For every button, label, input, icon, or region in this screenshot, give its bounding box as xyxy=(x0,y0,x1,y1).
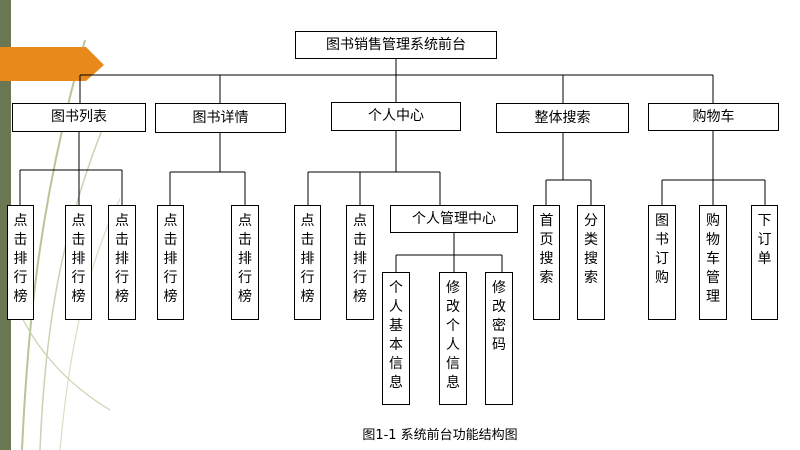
node-book-detail: 图书详情 xyxy=(155,103,286,133)
node-cart-management-label: 购物车管理 xyxy=(706,213,720,305)
node-personal-ranking-2: 点击排行榜 xyxy=(346,205,374,320)
node-book-order: 图书订购 xyxy=(648,205,676,320)
node-change-password-label: 修改密码 xyxy=(492,280,506,353)
node-edit-info-label: 修改个人信息 xyxy=(446,280,460,391)
node-shopping-cart: 购物车 xyxy=(648,103,779,131)
accent-arrow-tab xyxy=(0,47,104,81)
node-list-ranking-1: 点击排行榜 xyxy=(7,205,34,320)
node-home-search-label: 首页搜索 xyxy=(539,213,554,286)
node-category-search: 分类搜索 xyxy=(577,205,605,320)
figure-caption: 图1-1 系统前台功能结构图 xyxy=(362,428,518,443)
node-list-ranking-1-label: 点击排行榜 xyxy=(13,213,28,305)
node-list-ranking-3-label: 点击排行榜 xyxy=(115,213,129,305)
node-detail-ranking-2-label: 点击排行榜 xyxy=(238,213,252,305)
node-edit-info: 修改个人信息 xyxy=(439,272,467,405)
node-place-order: 下订单 xyxy=(751,205,778,320)
node-personal-ranking-1-label: 点击排行榜 xyxy=(300,213,315,305)
node-change-password: 修改密码 xyxy=(485,272,513,405)
node-basic-info-label: 个人基本信息 xyxy=(389,280,403,391)
node-list-ranking-2: 点击排行榜 xyxy=(65,205,92,320)
node-book-order-label: 图书订购 xyxy=(655,213,669,286)
node-home-search: 首页搜索 xyxy=(533,205,560,320)
node-basic-info: 个人基本信息 xyxy=(382,272,410,405)
sidebar-strip xyxy=(0,0,11,450)
node-place-order-label: 下订单 xyxy=(757,213,772,267)
node-personal-ranking-1: 点击排行榜 xyxy=(294,205,321,320)
node-personal-ranking-2-label: 点击排行榜 xyxy=(353,213,367,305)
node-personal-mgmt-center: 个人管理中心 xyxy=(390,205,518,233)
node-list-ranking-2-label: 点击排行榜 xyxy=(71,213,86,305)
node-book-list: 图书列表 xyxy=(12,103,146,132)
node-detail-ranking-1: 点击排行榜 xyxy=(157,205,184,320)
node-category-search-label: 分类搜索 xyxy=(584,213,598,286)
node-personal-center: 个人中心 xyxy=(331,102,461,131)
node-list-ranking-3: 点击排行榜 xyxy=(108,205,136,320)
node-detail-ranking-1-label: 点击排行榜 xyxy=(163,213,178,305)
node-cart-management: 购物车管理 xyxy=(699,205,727,320)
node-overall-search: 整体搜索 xyxy=(496,103,629,133)
root-node: 图书销售管理系统前台 xyxy=(295,31,497,59)
node-detail-ranking-2: 点击排行榜 xyxy=(231,205,259,320)
